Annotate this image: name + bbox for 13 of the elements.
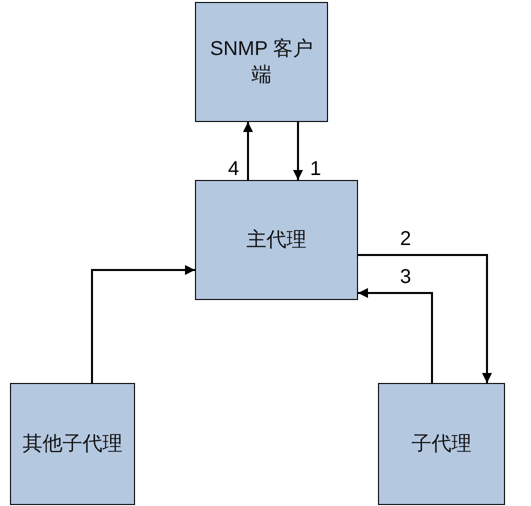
arrow <box>91 265 195 383</box>
node-text: 子代理 <box>410 432 472 457</box>
agent-box <box>195 180 358 300</box>
node-text: SNMP 客户端 <box>209 37 314 88</box>
node-text: 主代理 <box>246 228 308 253</box>
arrow <box>293 122 303 180</box>
node-text: 其他子代理 <box>22 432 124 457</box>
subagent-box <box>10 383 135 505</box>
arrow <box>358 254 492 383</box>
arrow <box>243 122 253 180</box>
subagent-box <box>378 383 505 505</box>
arrow <box>358 288 433 383</box>
client-box <box>195 2 328 122</box>
